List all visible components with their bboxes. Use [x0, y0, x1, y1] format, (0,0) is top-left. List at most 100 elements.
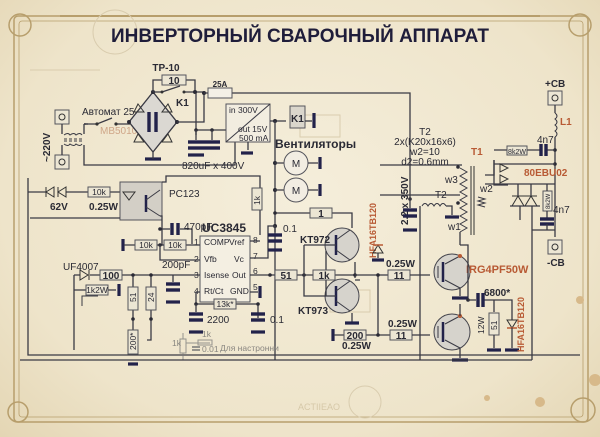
winding-w1: w1 [447, 222, 461, 233]
igbt-top [433, 253, 471, 291]
resistor-power-label: 0.25W [89, 202, 118, 213]
driver-diode-label: HFA16TB120 [368, 203, 378, 258]
tuning-circuit: 1k 1k 0.01 Для настронни [172, 329, 279, 360]
svg-text:51: 51 [280, 271, 292, 282]
relay-coil-label: K1 [291, 114, 304, 125]
bridge-label: MB5010 [100, 126, 138, 137]
tuning-label: Для настронни [220, 343, 279, 353]
minus-terminal [547, 239, 563, 255]
t1-label: T1 [471, 147, 483, 158]
svg-text:8: 8 [253, 235, 258, 245]
svg-text:0.01: 0.01 [202, 344, 219, 354]
zener-label: 62V [50, 202, 68, 213]
mains-input: ~220V Автомат 25 А MB5010 [42, 107, 236, 170]
trimmer-label: 200* [128, 332, 138, 350]
corner-ornament-bl [7, 401, 29, 423]
t2-spec-line3: w2=10 [409, 147, 440, 158]
svg-text:200: 200 [347, 331, 364, 342]
t2-spec-line2: 2x(K20x16x6) [394, 137, 456, 148]
aux-current-label: 500 mA [239, 133, 269, 143]
svg-text:M: M [292, 159, 300, 170]
snubber-r-power: 12W [476, 317, 486, 334]
aux-in-label: in 300V [229, 105, 258, 115]
optocoupler [119, 181, 163, 221]
breaker-label: Автомат 25 А [82, 107, 144, 118]
uf4007-label: UF4007 [63, 262, 99, 273]
minus-terminal-label: -CB [547, 258, 565, 269]
svg-text:Vfb: Vfb [204, 254, 217, 264]
svg-text:1k: 1k [172, 338, 182, 348]
snub-cap-top-label: 4n7 [537, 135, 554, 146]
hv-rail: 25A 820uF x 400V [182, 80, 411, 175]
cap-470pf-label: 470pF [184, 222, 212, 233]
inductor-label: L1 [560, 117, 572, 128]
t2-spec-line4: d2=0.6mm [401, 157, 449, 168]
svg-text:10k: 10k [168, 240, 182, 250]
svg-text:1k: 1k [318, 271, 330, 282]
svg-text:8k2W: 8k2W [546, 193, 552, 209]
svg-text:Vref: Vref [229, 237, 245, 247]
decorative-frame: ACTIIEAO [7, 9, 600, 423]
r200-power-label: 0.25W [342, 341, 371, 352]
gate-r-top-power: 0.25W [386, 259, 415, 270]
cap-200pf-label: 200pF [162, 260, 190, 271]
svg-text:11: 11 [396, 331, 407, 342]
snubber-diode-label: HFA16TB120 [516, 297, 526, 352]
rectifier-label: 80EBU02 [524, 168, 568, 179]
kt972-label: KT972 [300, 235, 330, 246]
svg-text:51: 51 [128, 292, 138, 302]
thermistor-value: 10 [168, 76, 180, 87]
cap-2200-label: 2200 [207, 315, 230, 326]
svg-text:4: 4 [194, 286, 199, 296]
optocoupler-label: PC123 [169, 189, 200, 200]
svg-text:M: M [292, 186, 300, 197]
cap-01-bottom-label: 0.1 [270, 315, 284, 326]
igbt-label: IRG4PF50W [466, 264, 529, 276]
fans-label: Вентиляторы [275, 137, 356, 151]
svg-text:1: 1 [318, 209, 324, 220]
svg-text:10k: 10k [92, 187, 106, 197]
svg-text:2: 2 [194, 254, 199, 264]
mains-voltage-label: ~220V [42, 132, 53, 162]
svg-text:6: 6 [253, 266, 258, 276]
aux-out-label: out 15V [238, 124, 268, 134]
svg-text:1k2W: 1k2W [86, 285, 108, 295]
svg-text:COMP: COMP [204, 237, 230, 247]
snub-cap-bottom-label: 4n7 [553, 205, 570, 216]
t2-small-label: T2 [435, 190, 447, 201]
svg-text:Vc: Vc [234, 254, 245, 264]
aux-power-supply: in 300V out 15V 500 mA K1 Вентиляторы M … [225, 103, 356, 360]
svg-text:10k: 10k [139, 240, 153, 250]
svg-text:8k2W: 8k2W [508, 149, 526, 156]
winding-w2: w2 [479, 184, 493, 195]
plus-terminal-label: +CB [545, 79, 565, 90]
t2-spec-line1: T2 [419, 127, 431, 138]
svg-text:7: 7 [253, 251, 258, 261]
snubber-cap-label: 6800* [484, 288, 510, 299]
output-stage: +CB L1 8k2W 4n7 80EBU02 8k2W 4n7 -CB [20, 79, 572, 361]
corner-ornament-br [570, 397, 596, 423]
diode-bridge [127, 90, 179, 161]
plus-terminal [547, 90, 563, 106]
dc-link-caps-label: 2.2 x 350V [400, 176, 411, 225]
uc3845-chip [199, 235, 251, 303]
svg-text:Isense: Isense [204, 270, 229, 280]
r13k-label: 13k* [216, 299, 234, 309]
cap-01-top-label: 0.1 [283, 224, 297, 235]
igbt-bottom [433, 313, 471, 351]
svg-text:51: 51 [489, 320, 499, 330]
svg-text:Rt/Ct: Rt/Ct [204, 286, 224, 296]
controller-chip-label: UC3845 [202, 221, 246, 235]
inrush-limiter: TP-10 10 K1 [152, 63, 206, 123]
svg-text:100: 100 [103, 271, 120, 282]
watermark: ACTIIEAO [298, 402, 340, 412]
kt973-label: KT973 [298, 306, 328, 317]
winding-w3: w3 [444, 175, 458, 186]
k1-contact-label: K1 [176, 98, 189, 109]
page-title: ИНВЕРТОРНЫЙ СВАРОЧНЫЙ АППАРАТ [111, 25, 489, 47]
power-stage: 2.2 x 350V T2 T2 2x(K20x16x6) w2=10 d2=0… [380, 127, 529, 362]
thermistor-label: TP-10 [152, 63, 180, 74]
gate-r-bottom-power: 0.25W [388, 319, 417, 330]
